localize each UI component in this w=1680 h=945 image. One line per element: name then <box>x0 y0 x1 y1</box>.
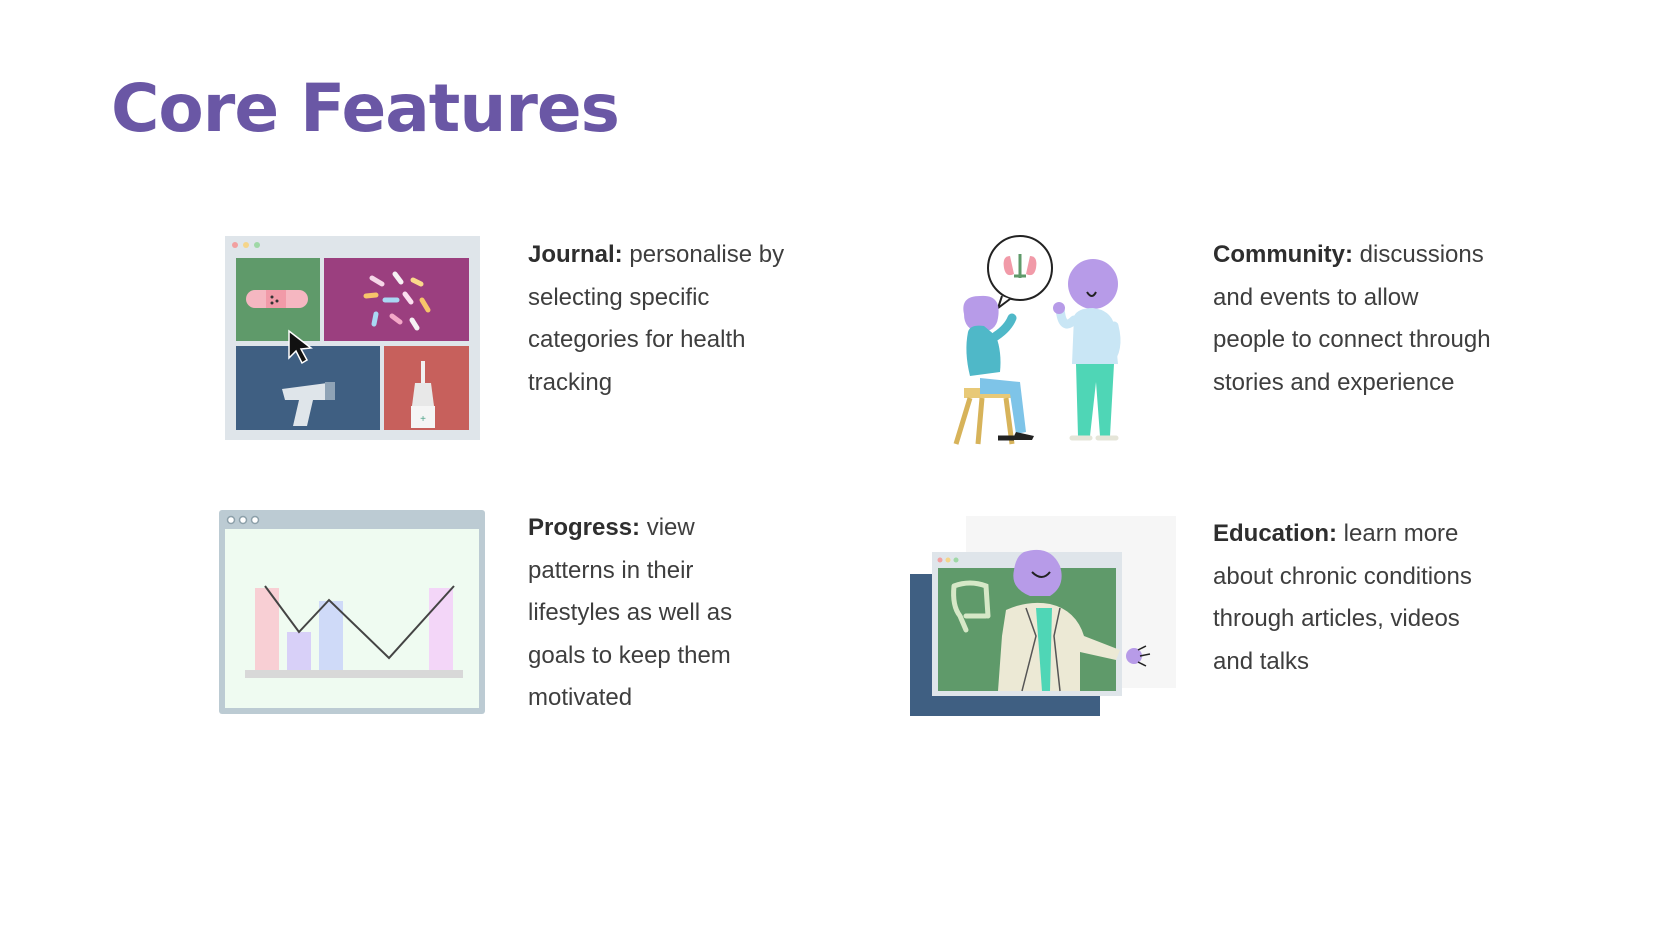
journal-illustration: + <box>225 236 480 440</box>
feature-journal-name: Journal: <box>528 241 623 268</box>
feature-community-description: discussions and events to allow people t… <box>1213 241 1491 396</box>
page-title: Core Features <box>111 70 620 147</box>
svg-text:+: + <box>420 414 426 425</box>
feature-progress-name: Progress: <box>528 514 641 541</box>
feature-progress: Progress: view patterns in their lifesty… <box>528 507 788 720</box>
feature-community: Community: discussions and events to all… <box>1213 234 1493 404</box>
feature-education: Education: learn more about chronic cond… <box>1213 513 1493 683</box>
education-illustration <box>910 516 1176 716</box>
feature-community-name: Community: <box>1213 241 1353 268</box>
progress-chart-illustration <box>219 510 485 714</box>
feature-journal-description: personalise by selecting specific catego… <box>528 241 785 396</box>
feature-progress-description: view patterns in their lifestyles as wel… <box>528 514 733 711</box>
feature-education-description: learn more about chronic conditions thro… <box>1213 520 1472 675</box>
community-illustration <box>953 235 1121 445</box>
feature-journal: Journal: personalise by selecting specif… <box>528 234 788 404</box>
feature-education-name: Education: <box>1213 520 1337 547</box>
